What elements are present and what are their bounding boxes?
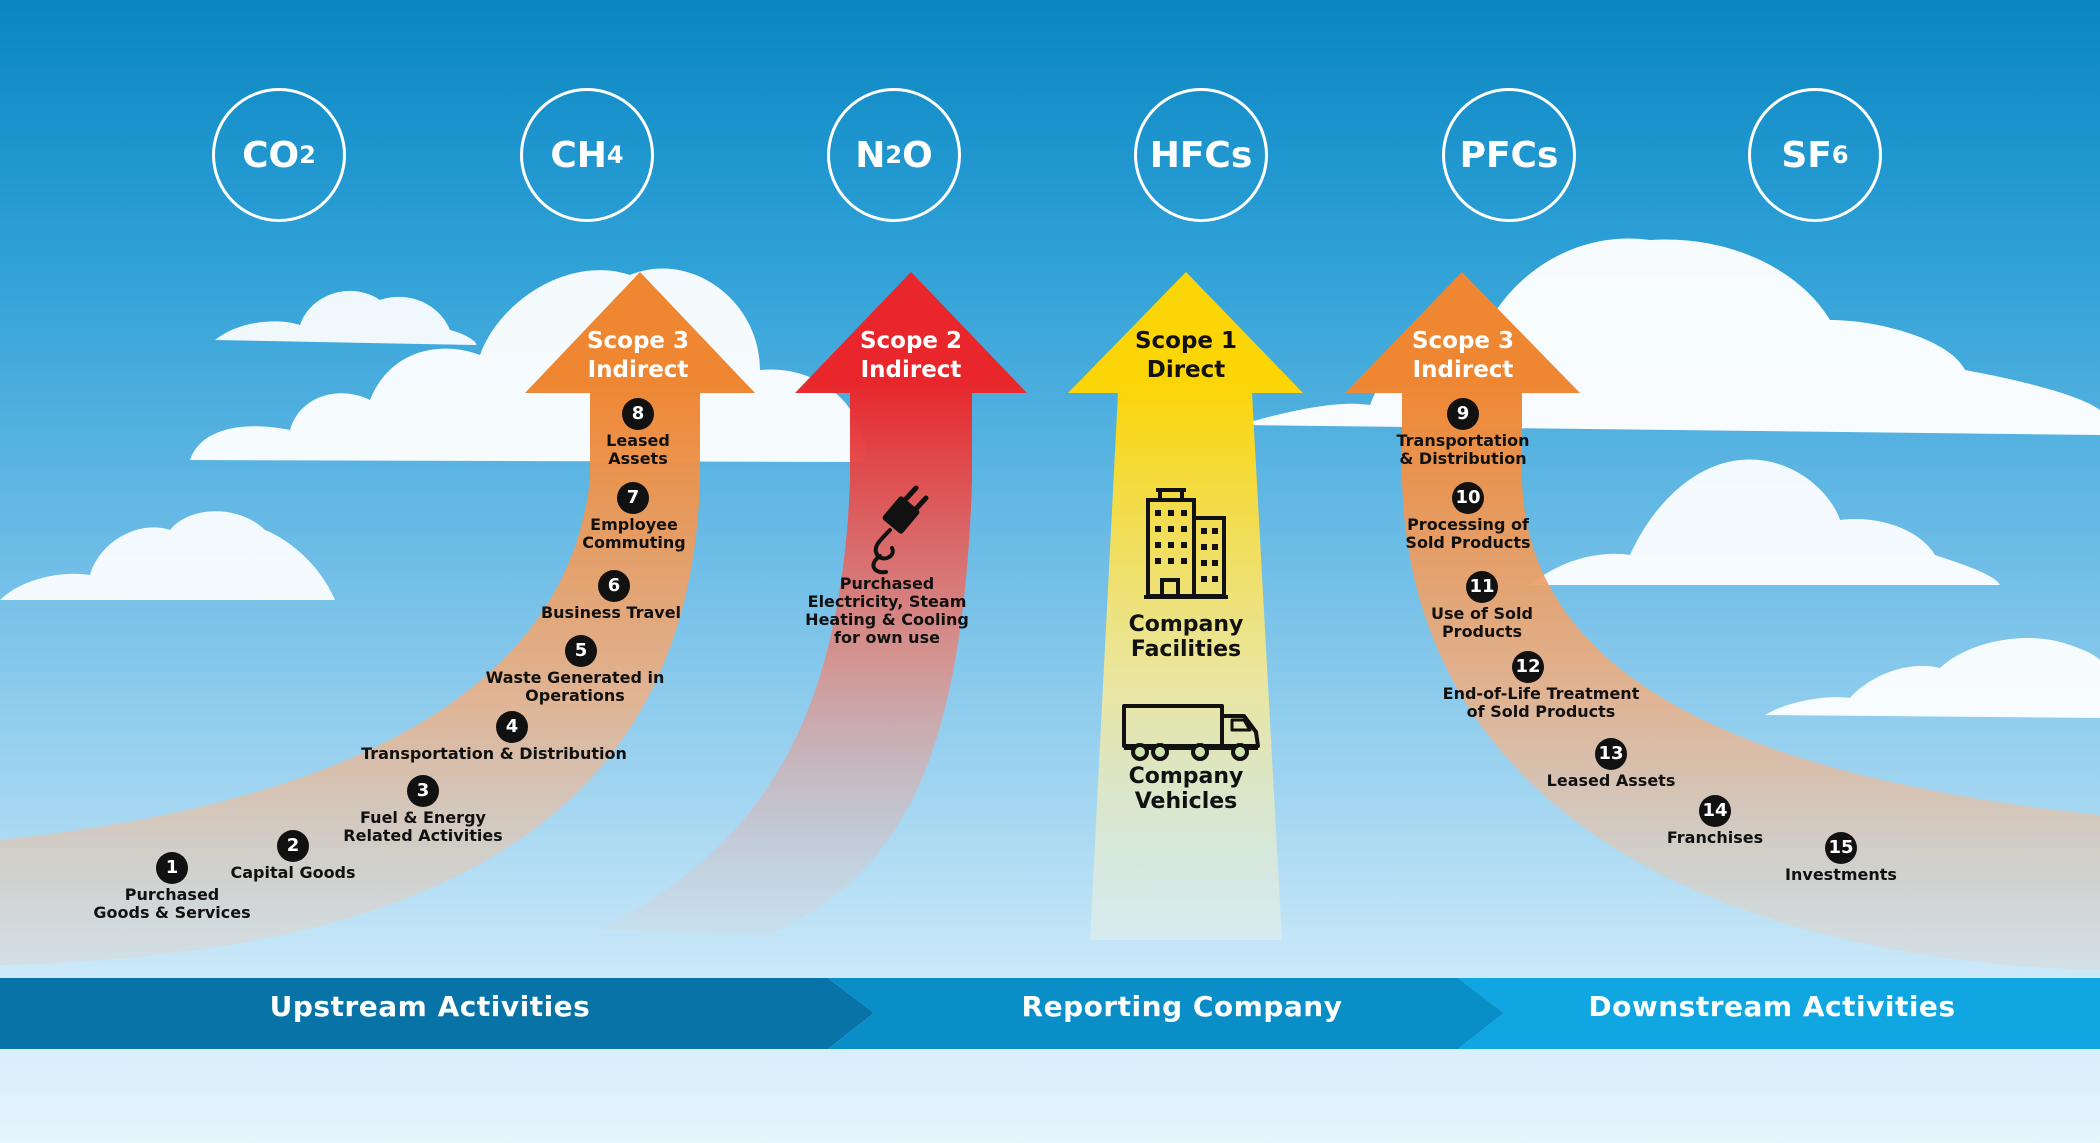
category-badge-13: 13 (1595, 738, 1627, 770)
building-icon (1144, 488, 1228, 599)
category-badge-1: 1 (156, 852, 188, 884)
category-badge-12: 12 (1512, 651, 1544, 683)
category-label-7: Employee Commuting (582, 515, 686, 552)
downstream-arrow (1345, 272, 2100, 970)
scope2-arrow (600, 272, 1027, 935)
reporting-company-label: Reporting Company (1021, 990, 1343, 1023)
category-label-8: Leased Assets (606, 431, 670, 468)
cloud (1240, 238, 2100, 435)
upstream-activities-label: Upstream Activities (269, 990, 591, 1023)
category-label-10: Processing of Sold Products (1405, 515, 1531, 552)
category-label-12: End-of-Life Treatment of Sold Products (1442, 684, 1640, 721)
category-badge-4: 4 (496, 711, 528, 743)
category-label-11: Use of Sold Products (1431, 604, 1533, 641)
cloud (1530, 459, 2000, 585)
category-label-5: Waste Generated in Operations (485, 668, 665, 705)
cloud (1765, 638, 2100, 718)
company-facilities-label: Company Facilities (1128, 612, 1244, 662)
category-badge-10: 10 (1452, 482, 1484, 514)
category-badge-2: 2 (277, 830, 309, 862)
clouds (0, 238, 2100, 718)
category-label-9: Transportation & Distribution (1396, 431, 1530, 468)
category-label-2: Capital Goods (230, 863, 356, 882)
category-label-1: Purchased Goods & Services (93, 885, 251, 922)
category-badge-6: 6 (598, 570, 630, 602)
category-label-14: Franchises (1666, 828, 1764, 847)
scope2-label: Scope 2 Indirect (859, 328, 963, 383)
category-badge-9: 9 (1447, 398, 1479, 430)
truck-icon (1122, 704, 1260, 761)
category-badge-8: 8 (622, 398, 654, 430)
company-vehicles-label: Company Vehicles (1128, 764, 1244, 814)
cloud (0, 511, 335, 600)
cloud (190, 268, 866, 462)
category-label-6: Business Travel (540, 603, 682, 622)
cloud (215, 290, 477, 345)
category-label-3: Fuel & Energy Related Activities (343, 808, 503, 845)
plug-icon (871, 485, 929, 575)
bar-reporting (828, 978, 1504, 1049)
category-label-4: Transportation & Distribution (361, 744, 627, 763)
gas-pfcs: PFCs (1442, 88, 1576, 222)
gas-hfcs: HFCs (1134, 88, 1268, 222)
category-label-15: Investments (1785, 865, 1897, 884)
category-badge-7: 7 (617, 482, 649, 514)
scope2-description: Purchased Electricity, Steam Heating & C… (805, 574, 969, 647)
bar-upstream (0, 978, 874, 1049)
activity-bar (0, 978, 2100, 1049)
category-badge-5: 5 (565, 635, 597, 667)
downstream-activities-label: Downstream Activities (1588, 990, 1956, 1023)
category-badge-3: 3 (407, 775, 439, 807)
upstream-arrow (0, 272, 755, 965)
scope3-downstream-label: Scope 3 Indirect (1411, 328, 1515, 383)
bar-downstream (1458, 978, 2100, 1049)
category-badge-11: 11 (1466, 571, 1498, 603)
category-badge-14: 14 (1699, 795, 1731, 827)
scope1-arrow (1068, 272, 1303, 940)
category-badge-15: 15 (1825, 832, 1857, 864)
category-label-13: Leased Assets (1546, 771, 1676, 790)
scope3-upstream-label: Scope 3 Indirect (586, 328, 690, 383)
scope1-label: Scope 1 Direct (1134, 328, 1238, 383)
